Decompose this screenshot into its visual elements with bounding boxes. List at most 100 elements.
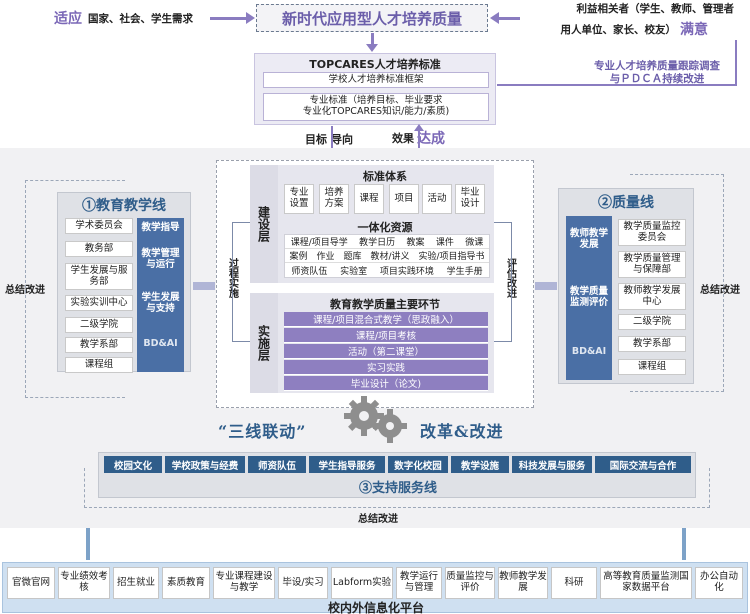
right-item-quality-mgmt: 教学质量管理与保障部 bbox=[618, 251, 686, 278]
left-bar-student-support: 学生发展与支持 bbox=[141, 292, 180, 315]
eval-improve-label: 评估改进 bbox=[504, 258, 516, 298]
left-bar-bdai: BD&AI bbox=[143, 338, 178, 349]
right-item-quality-committee: 教学质量监控委员会 bbox=[618, 219, 686, 246]
left-item-course-group: 课程组 bbox=[65, 357, 133, 373]
bottom-item-labform: Labform实验 bbox=[331, 567, 393, 599]
goal-guide: 目标 导向 bbox=[305, 133, 353, 146]
bottom-item-enrollment: 招生就业 bbox=[113, 567, 159, 599]
title-down-arrow-head bbox=[366, 44, 378, 52]
track-loop-vertical bbox=[735, 40, 737, 84]
stakeholders-line1: 利益相关者（学生、教师、管理者 bbox=[576, 3, 735, 15]
std-item-project: 项目 bbox=[389, 184, 419, 214]
quality-item-thesis: 毕业设计（论文) bbox=[284, 376, 488, 391]
bottom-item-major-perf: 专业绩效考核 bbox=[58, 567, 110, 599]
left-item-academic-affairs: 教务部 bbox=[65, 241, 133, 257]
support-item-faculty: 师资队伍 bbox=[248, 456, 306, 473]
support-item-policy-funding: 学校政策与经费 bbox=[165, 456, 245, 473]
effect-achieve: 效果 达成 bbox=[392, 131, 445, 147]
left-bar-teaching-guide: 教学指导 bbox=[141, 222, 180, 233]
left-item-department: 教学系部 bbox=[65, 337, 133, 353]
support-item-student-guidance: 学生指导服务 bbox=[309, 456, 385, 473]
adapt-text: 国家、社会、学生需求 bbox=[88, 12, 193, 25]
support-item-international: 国际交流与合作 bbox=[595, 456, 691, 473]
support-improve-label: 总结改进 bbox=[358, 514, 398, 525]
quality-title: 教育教学质量主要环节 bbox=[330, 298, 440, 311]
left-improve-loop bbox=[25, 180, 125, 398]
adapt-arrow-line bbox=[210, 17, 248, 20]
right-bar-teacher-dev: 教师教学发展 bbox=[569, 228, 608, 251]
res-row2: 案例 作业 题库 教材/讲义 实验/项目指导书 bbox=[285, 249, 489, 263]
standard-item-framework: 学校人才培养标准框架 bbox=[263, 72, 489, 88]
eval-improve-line bbox=[494, 222, 512, 342]
page-title: 新时代应用型人才培养质量 bbox=[256, 4, 488, 32]
left-center-arrow bbox=[193, 282, 215, 290]
build-layer-tab: 建设层 bbox=[250, 165, 278, 283]
right-bluebar: 教师教学发展 教学质量监测评价 BD&AI bbox=[566, 216, 612, 380]
bottom-item-research: 科研 bbox=[551, 567, 597, 599]
support-item-facilities: 教学设施 bbox=[451, 456, 509, 473]
right-bar-bdai: BD&AI bbox=[571, 346, 607, 357]
bottom-item-national-platform: 高等教育质量监测国家数据平台 bbox=[600, 567, 692, 599]
left-bluebar: 教学指导 教学管理与运行 学生发展与支持 BD&AI bbox=[137, 218, 184, 372]
satisfied-arrow-head bbox=[490, 12, 499, 24]
left-item-college: 二级学院 bbox=[65, 317, 133, 333]
std-item-graduation-design: 毕业设计 bbox=[455, 184, 485, 214]
left-item-student-dev: 学生发展与服务部 bbox=[65, 263, 133, 290]
adapt-label: 适应 bbox=[54, 11, 82, 27]
support-item-digital-campus: 数字化校园 bbox=[388, 456, 448, 473]
bottom-title: 校内外信息化平台 bbox=[327, 601, 424, 614]
bottom-item-teaching-ops: 教学运行与管理 bbox=[396, 567, 442, 599]
std-item-training-plan: 培养方案 bbox=[319, 184, 349, 214]
gear-icon bbox=[342, 392, 412, 446]
std-title: 标准体系 bbox=[363, 170, 407, 183]
std-item-major-setting: 专业设置 bbox=[284, 184, 314, 214]
left-bar-teaching-mgmt: 教学管理与运行 bbox=[141, 248, 180, 271]
title-down-arrow bbox=[371, 33, 374, 45]
right-item-college: 二级学院 bbox=[618, 314, 686, 330]
stakeholders-block: 利益相关者（学生、教师、管理者 用人单位、家长、校友） 满意 bbox=[524, 1, 748, 39]
support-panel: 校园文化 学校政策与经费 师资队伍 学生指导服务 数字化校园 教学设施 科技发展… bbox=[98, 452, 696, 498]
res-grid: 课程/项目导学 教学日历 教案 课件 微课 案例 作业 题库 教材/讲义 实验/… bbox=[284, 234, 490, 278]
satisfied-label: 满意 bbox=[680, 22, 708, 38]
impl-layer-tab: 实施层 bbox=[250, 293, 278, 393]
bottom-item-office-auto: 办公自动化 bbox=[695, 567, 743, 599]
quality-item-assessment: 课程/项目考核 bbox=[284, 328, 488, 343]
bottom-item-quality-edu: 素质教育 bbox=[162, 567, 210, 599]
goal-arrow-line bbox=[331, 126, 333, 158]
linkage-left-text: “三线联动” bbox=[218, 422, 307, 441]
bottom-item-thesis-intern: 毕设/实习 bbox=[278, 567, 328, 599]
quality-item-internship: 实习实践 bbox=[284, 360, 488, 375]
effect-arrow-line bbox=[418, 130, 420, 160]
right-center-arrow bbox=[535, 282, 557, 290]
right-bar-quality-eval: 教学质量监测评价 bbox=[569, 286, 608, 309]
bottom-right-connector bbox=[682, 528, 686, 560]
bottom-item-wechat-site: 官微官网 bbox=[7, 567, 55, 599]
track-text: 专业人才培养质量跟踪调查 与ＰＤＣＡ持续改进 bbox=[594, 60, 720, 86]
standard-box: TOPCARES人才培养标准 学校人才培养标准框架 专业标准（培养目标、毕业要求… bbox=[254, 53, 496, 125]
support-title: ③支持服务线 bbox=[358, 481, 437, 496]
process-impl-line bbox=[232, 222, 250, 342]
linkage-right-text: 改革&改进 bbox=[420, 422, 504, 441]
support-improve-loop bbox=[84, 468, 710, 508]
support-item-campus-culture: 校园文化 bbox=[104, 456, 162, 473]
right-item-teacher-center: 教师教学发展中心 bbox=[618, 283, 686, 310]
stakeholders-line2: 用人单位、家长、校友） bbox=[560, 23, 677, 36]
quality-item-mixed-teaching: 课程/项目混合式教学（思政融入） bbox=[284, 312, 488, 327]
adapt-group: 适应 国家、社会、学生需求 bbox=[54, 8, 193, 28]
standard-item-major: 专业标准（培养目标、毕业要求 专业化TOPCARES知识/能力/素质) bbox=[263, 93, 489, 121]
res-title: 一体化资源 bbox=[357, 221, 413, 234]
bottom-left-connector bbox=[86, 528, 90, 560]
adapt-arrow-head bbox=[246, 12, 255, 24]
quality-item-activity: 活动（第二课堂） bbox=[284, 344, 488, 359]
std-item-course: 课程 bbox=[354, 184, 384, 214]
satisfied-arrow-line bbox=[498, 17, 520, 20]
bottom-item-teacher-dev: 教师教学发展 bbox=[498, 567, 548, 599]
right-improve-label: 总结改进 bbox=[700, 285, 740, 296]
right-title: ②质量线 bbox=[598, 195, 654, 211]
standard-title: TOPCARES人才培养标准 bbox=[309, 58, 441, 71]
std-item-activity: 活动 bbox=[422, 184, 452, 214]
res-row3: 师资队伍 实验室 项目实践环境 学生手册 bbox=[291, 266, 483, 277]
bottom-item-course-build: 专业课程建设与教学 bbox=[213, 567, 275, 599]
track-loop-horizontal bbox=[497, 84, 737, 86]
left-title: ①教育教学线 bbox=[82, 198, 166, 214]
